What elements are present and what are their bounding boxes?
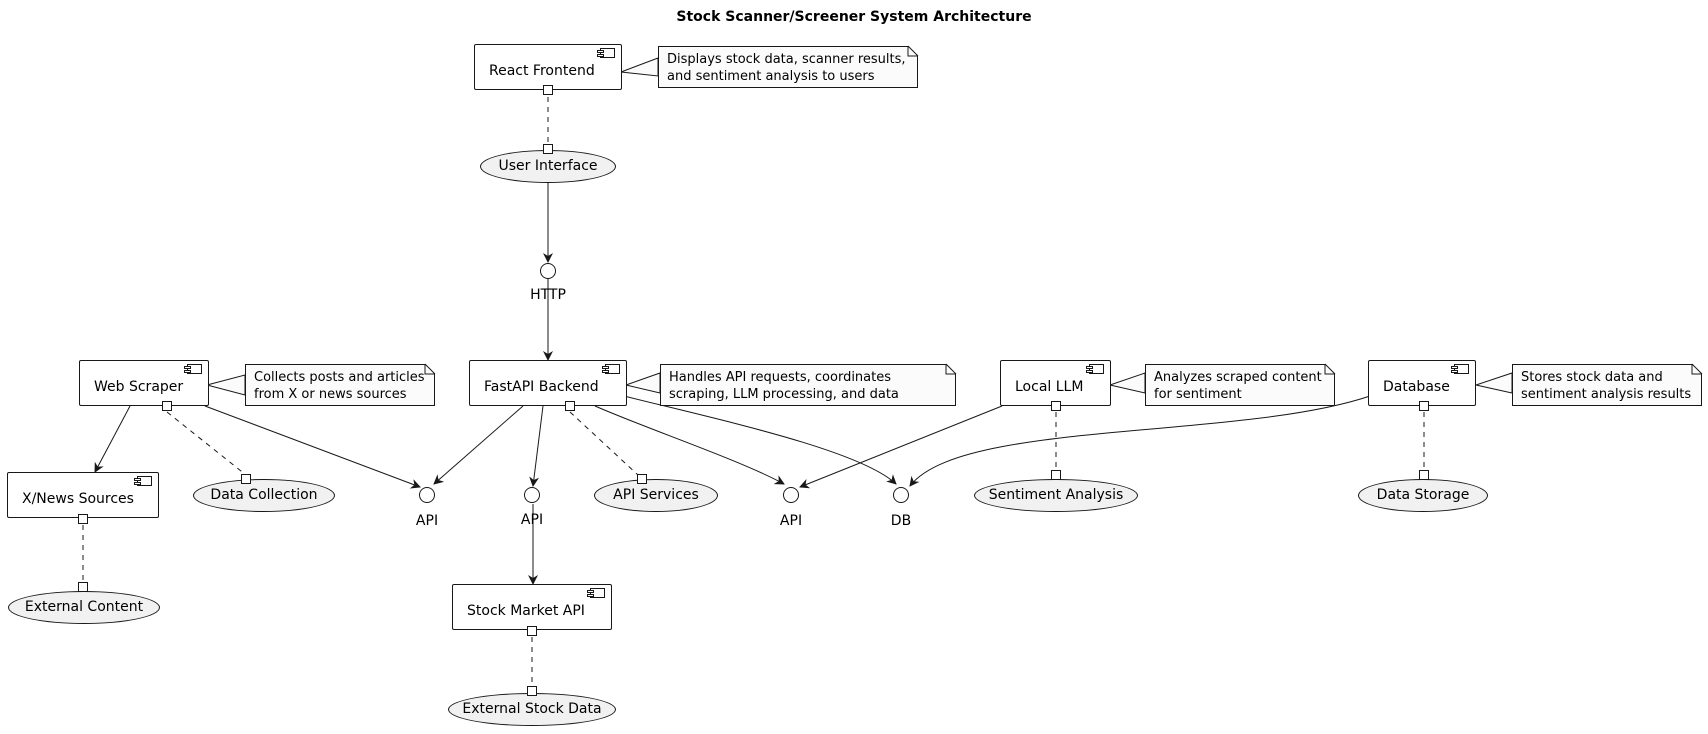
- interface-label-api-scraper: API: [415, 513, 439, 529]
- component-xnews-sources[interactable]: X/News Sources: [7, 472, 159, 518]
- note-database: Stores stock data and sentiment analysis…: [1512, 364, 1702, 406]
- interface-api-llm[interactable]: [783, 487, 799, 503]
- arrow-backend-api-stock: [529, 405, 544, 487]
- port-web-scraper: [162, 401, 172, 411]
- arrow-backend-api-llm: [594, 405, 785, 485]
- component-fastapi-backend[interactable]: FastAPI Backend: [469, 360, 627, 406]
- note-wedge-llm: [1108, 372, 1146, 394]
- arrow-llm-api: [799, 405, 1003, 489]
- note-wedge-backend: [624, 372, 661, 394]
- usecase-external-content[interactable]: External Content: [8, 591, 160, 624]
- component-stock-market-api[interactable]: Stock Market API: [452, 584, 612, 630]
- port-react-frontend: [543, 85, 553, 95]
- usecase-external-stock-data[interactable]: External Stock Data: [448, 693, 616, 726]
- port-external-content: [78, 582, 88, 592]
- arrow-scraper-api: [204, 405, 421, 489]
- component-label: Web Scraper: [94, 379, 184, 395]
- diagram-title: Stock Scanner/Screener System Architectu…: [676, 9, 1032, 25]
- interface-label-db: DB: [890, 513, 912, 529]
- port-api-services: [637, 474, 647, 484]
- component-label: Local LLM: [1015, 379, 1084, 395]
- usecase-api-services[interactable]: API Services: [594, 479, 718, 512]
- usecase-data-collection[interactable]: Data Collection: [193, 479, 335, 512]
- component-web-scraper[interactable]: Web Scraper: [79, 360, 209, 406]
- component-icon: [602, 364, 620, 374]
- port-external-stock-data: [527, 686, 537, 696]
- port-local-llm: [1051, 401, 1061, 411]
- note-wedge-scraper: [205, 374, 246, 396]
- interface-http[interactable]: [540, 263, 556, 279]
- component-react-frontend[interactable]: React Frontend: [474, 44, 622, 90]
- component-label: Database: [1383, 379, 1450, 395]
- component-label: React Frontend: [489, 63, 595, 79]
- interface-api-scraper[interactable]: [419, 487, 435, 503]
- port-data-storage: [1419, 470, 1429, 480]
- port-fastapi-backend: [565, 401, 575, 411]
- usecase-data-storage[interactable]: Data Storage: [1358, 479, 1488, 512]
- interface-label-http: HTTP: [530, 287, 566, 303]
- arrow-backend-db: [623, 395, 897, 485]
- note-wedge-frontend: [620, 57, 659, 77]
- component-label: X/News Sources: [22, 491, 134, 507]
- port-xnews-sources: [78, 514, 88, 524]
- interface-label-api-stock: API: [520, 512, 544, 528]
- component-label: FastAPI Backend: [484, 379, 599, 395]
- usecase-sentiment-analysis[interactable]: Sentiment Analysis: [974, 479, 1138, 512]
- note-llm: Analyzes scraped content for sentiment: [1145, 364, 1335, 406]
- port-sentiment-analysis: [1051, 470, 1061, 480]
- component-icon: [597, 48, 615, 58]
- port-stock-market-api: [527, 626, 537, 636]
- component-database[interactable]: Database: [1368, 360, 1476, 406]
- arrow-scraper-xnews: [94, 405, 131, 473]
- usecase-user-interface[interactable]: User Interface: [480, 150, 616, 183]
- interface-api-stock[interactable]: [524, 487, 540, 503]
- arrow-backend-api-left: [433, 405, 524, 485]
- port-data-collection: [241, 474, 251, 484]
- interface-label-api-llm: API: [779, 513, 803, 529]
- interface-db[interactable]: [893, 487, 909, 503]
- component-icon: [1086, 364, 1104, 374]
- link-backend-apiservices: [569, 411, 639, 476]
- link-scraper-datacollection: [166, 411, 247, 476]
- note-wedge-database: [1474, 372, 1513, 394]
- port-user-interface: [543, 144, 553, 154]
- port-database: [1419, 401, 1429, 411]
- note-scraper: Collects posts and articles from X or ne…: [245, 364, 435, 406]
- arrow-database-db: [909, 395, 1371, 487]
- component-label: Stock Market API: [467, 603, 585, 619]
- note-backend: Handles API requests, coordinates scrapi…: [660, 364, 956, 406]
- component-icon: [134, 476, 152, 486]
- component-icon: [184, 364, 202, 374]
- note-frontend: Displays stock data, scanner results, an…: [658, 46, 918, 88]
- component-icon: [587, 588, 605, 598]
- component-icon: [1451, 364, 1469, 374]
- component-local-llm[interactable]: Local LLM: [1000, 360, 1111, 406]
